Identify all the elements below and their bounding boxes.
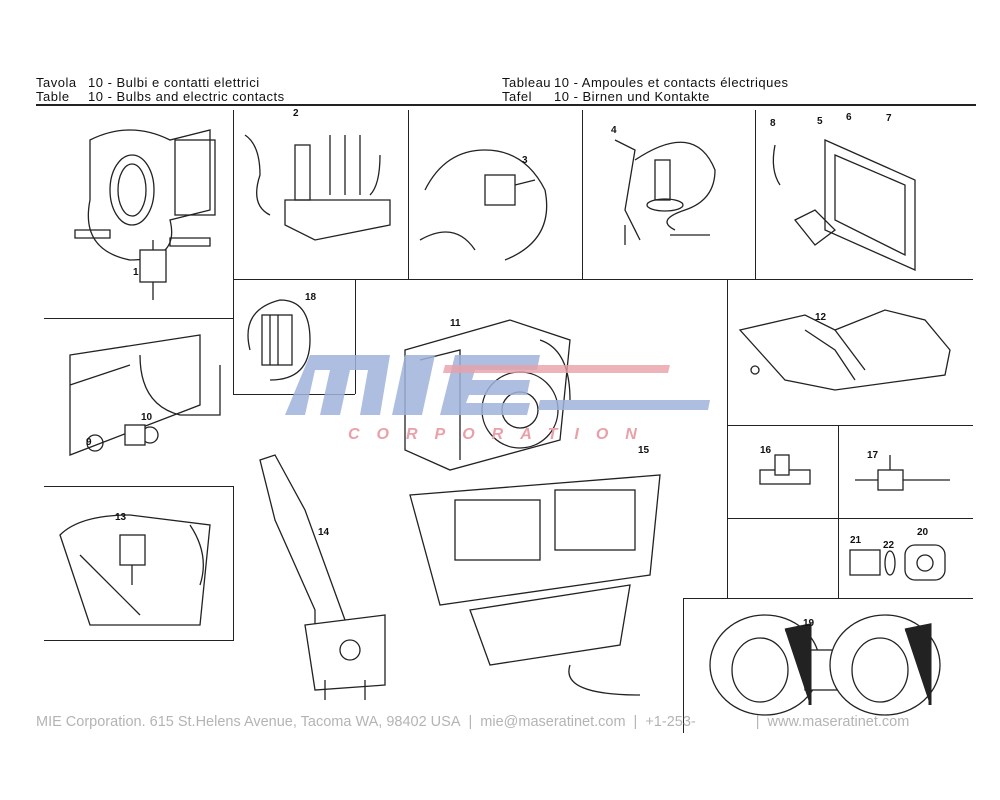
- switch-mount-drawing: [59, 514, 211, 626]
- divider: [44, 318, 234, 319]
- header-rule: [36, 104, 976, 106]
- footer-email[interactable]: mie@maseratinet.com: [480, 714, 626, 730]
- t-connector-16-drawing: [759, 454, 811, 485]
- divider: [355, 279, 356, 394]
- divider: [838, 425, 839, 518]
- callout-22: 22: [883, 540, 895, 551]
- dashboard-drawing: [69, 334, 221, 456]
- footer: MIE Corporation. 615 St.Helens Avenue, T…: [36, 714, 910, 730]
- switch-drawing: [419, 149, 548, 261]
- divider: [683, 598, 973, 599]
- callout-3: 3: [522, 155, 528, 166]
- callout-2: 2: [293, 108, 299, 119]
- divider: [727, 518, 973, 519]
- divider: [233, 279, 234, 394]
- callout-16: 16: [760, 445, 772, 456]
- footer-phone: +1-253-: [645, 714, 696, 730]
- fittings-drawing: [849, 544, 946, 581]
- watermark-subtitle: CORPORATION: [348, 426, 654, 443]
- header-title: 10 - Bulbs and electric contacts: [88, 89, 285, 104]
- divider: [233, 279, 973, 280]
- callout-6: 6: [846, 112, 852, 123]
- header-label: Tafel: [502, 89, 532, 104]
- header-title: 10 - Birnen und Kontakte: [554, 89, 710, 104]
- callout-10: 10: [141, 412, 153, 423]
- plate-drawing: [738, 309, 951, 391]
- footer-website[interactable]: www.maseratinet.com: [767, 714, 910, 730]
- header-label: Tableau: [502, 75, 552, 90]
- vent-panel-drawing: [409, 474, 661, 696]
- callout-1: 1: [133, 267, 139, 278]
- lever-drawing: [259, 454, 386, 700]
- blower-housing-drawing: [74, 129, 216, 300]
- callout-14: 14: [318, 527, 330, 538]
- header-title: 10 - Ampoules et contacts électriques: [554, 75, 789, 90]
- divider: [727, 425, 973, 426]
- callout-21: 21: [850, 535, 862, 546]
- divider: [233, 110, 234, 280]
- footer-address: MIE Corporation. 615 St.Helens Avenue, T…: [36, 714, 461, 730]
- divider: [44, 640, 234, 641]
- light-housing-drawing: [772, 138, 916, 272]
- divider: [233, 486, 234, 641]
- pressure-switch-drawing: [614, 139, 716, 245]
- header-label: Tavola: [36, 75, 77, 90]
- callout-18: 18: [305, 292, 317, 303]
- callout-7: 7: [886, 113, 892, 124]
- divider: [683, 598, 684, 733]
- callout-15: 15: [638, 445, 650, 456]
- divider: [582, 110, 583, 280]
- callout-17: 17: [867, 450, 879, 461]
- mie-watermark-logo: [285, 355, 710, 415]
- header-label: Table: [36, 89, 70, 104]
- divider: [408, 110, 409, 280]
- callout-20: 20: [917, 527, 929, 538]
- divider: [727, 279, 728, 599]
- callout-4: 4: [611, 125, 617, 136]
- header-title: 10 - Bulbi e contatti elettrici: [88, 75, 260, 90]
- divider: [755, 110, 756, 280]
- header-left: Tavola 10 - Bulbi e contatti elettrici Ta…: [36, 76, 285, 104]
- callout-12: 12: [815, 312, 827, 323]
- callout-11: 11: [450, 318, 461, 329]
- t-connector-17-drawing: [855, 455, 950, 491]
- callout-13: 13: [115, 512, 127, 523]
- sender-drawing: [244, 134, 391, 241]
- callout-9: 9: [86, 437, 92, 448]
- divider: [838, 518, 839, 598]
- callout-8: 8: [770, 118, 776, 129]
- divider: [44, 486, 234, 487]
- callout-5: 5: [817, 116, 823, 127]
- bulb-holder-drawing: [247, 299, 311, 381]
- callout-19: 19: [803, 618, 815, 629]
- twin-blower-drawing: [709, 614, 941, 716]
